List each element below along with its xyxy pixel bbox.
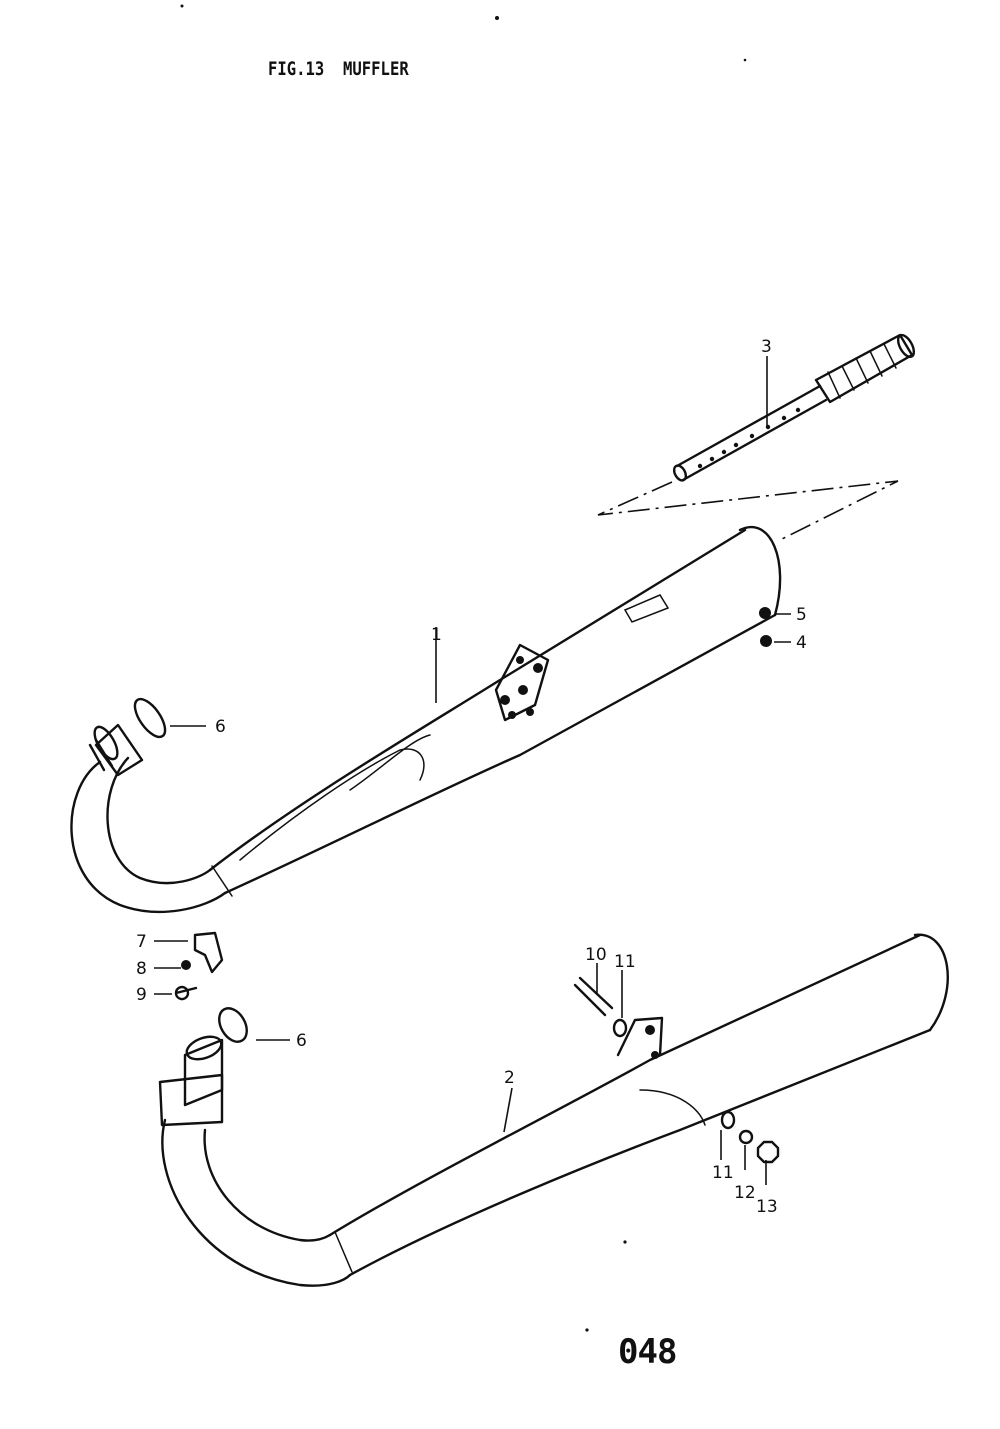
callout-11-lower: 11	[712, 1163, 734, 1183]
gasket-lower	[218, 1007, 248, 1043]
callout-9: 9	[136, 985, 147, 1005]
callout-6-upper: 6	[215, 717, 226, 737]
washer-11-lower	[720, 1110, 736, 1130]
part-1-muffler-upper	[70, 526, 782, 914]
callout-10: 10	[585, 945, 607, 965]
installation-guide-line	[597, 480, 899, 541]
stud-bolt-10	[573, 976, 614, 1017]
scan-specks	[180, 4, 747, 1332]
callout-13: 13	[756, 1197, 778, 1217]
callout-11-upper: 11	[614, 952, 636, 972]
washer-8	[181, 960, 191, 970]
callout-6-lower: 6	[296, 1031, 307, 1051]
gasket-upper	[133, 697, 167, 739]
washer-12	[738, 1129, 754, 1145]
clamp-7	[193, 931, 224, 974]
part-2-muffler-lower	[158, 933, 949, 1287]
callout-2: 2	[504, 1068, 515, 1088]
bolt-9	[174, 985, 198, 1001]
callout-1: 1	[431, 625, 442, 645]
callout-3: 3	[761, 337, 772, 357]
callout-8: 8	[136, 959, 147, 979]
callouts: 3 1 5 4 6 7 8 9 6 10 11 2 11 12 13	[136, 337, 807, 1217]
callout-7: 7	[136, 932, 147, 952]
page-number: 048	[618, 1332, 677, 1372]
leader-lines	[154, 356, 791, 1185]
callout-5: 5	[796, 605, 807, 625]
part-3-baffle	[672, 333, 916, 482]
figure-title: FIG.13 MUFFLER	[268, 58, 409, 80]
callout-12: 12	[734, 1183, 756, 1203]
callout-4: 4	[796, 633, 807, 653]
washer-5	[759, 607, 771, 619]
nut-13	[756, 1140, 780, 1164]
bolt-4	[760, 635, 772, 647]
washer-11-upper	[612, 1018, 628, 1038]
